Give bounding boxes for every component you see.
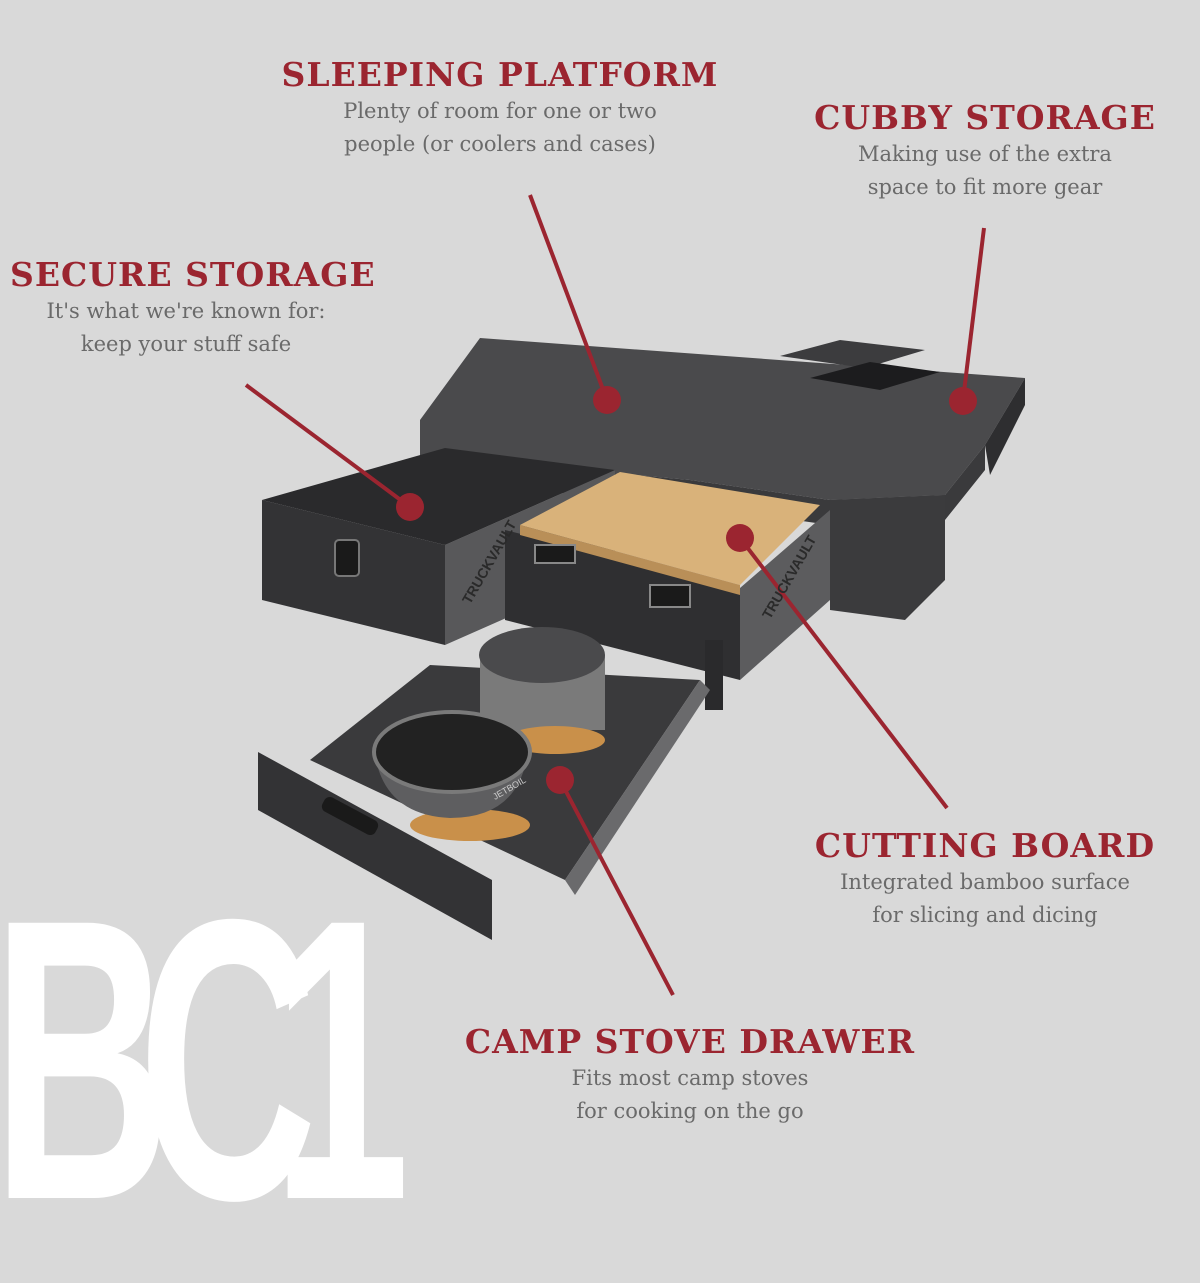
- cutting-board-surface: [520, 472, 820, 585]
- product-code-1: 1: [272, 836, 410, 1283]
- secure-storage-leader: [244, 383, 412, 509]
- callout-desc-line1: Fits most camp stoves: [571, 1066, 809, 1090]
- cubby-opening: [810, 362, 940, 390]
- product-code-b: B: [0, 836, 172, 1283]
- support-leg: [705, 640, 723, 710]
- cubby-storage-leader: [961, 227, 986, 401]
- callout-title: SECURE STORAGE: [10, 255, 376, 294]
- callout-desc-line1: Making use of the extra: [858, 142, 1112, 166]
- callout-desc-line1: Plenty of room for one or two: [343, 99, 657, 123]
- callout-title: CAMP STOVE DRAWER: [464, 1022, 916, 1061]
- callout-title: CUBBY STORAGE: [814, 98, 1156, 137]
- callout-title: CUTTING BOARD: [814, 826, 1156, 865]
- camp-stove-leader: [558, 779, 675, 996]
- truck-vault-illustration: TRUCKVAULT TRUCKVAULT JETBOIL: [244, 194, 1025, 996]
- callout-title: SLEEPING PLATFORM: [281, 55, 719, 94]
- cutting-drawer-handle-left: [534, 544, 576, 564]
- secure-drawer-latch: [334, 539, 360, 577]
- camp-stove-dot: [546, 766, 574, 794]
- stove-drawer-rail: [565, 680, 710, 895]
- callout-desc-line2: keep your stuff safe: [80, 332, 292, 356]
- callout-desc-line2: for slicing and dicing: [872, 903, 1098, 927]
- pot-lid: [479, 627, 605, 683]
- cubby-storage-dot: [949, 387, 977, 415]
- callout-desc-line1: Integrated bamboo surface: [840, 870, 1130, 894]
- cutting-drawer-front: [505, 530, 740, 680]
- cutting-board-dot: [726, 524, 754, 552]
- stove-drawer-front: [258, 752, 492, 940]
- callout-sleeping-platform: SLEEPING PLATFORM Plenty of room for one…: [250, 55, 750, 161]
- cutting-board-leader: [738, 536, 949, 810]
- callout-desc-line2: people (or coolers and cases): [344, 132, 656, 156]
- cutting-drawer-handle-right: [649, 584, 691, 608]
- callout-cubby-storage: CUBBY STORAGE Making use of the extra sp…: [800, 98, 1170, 204]
- sleeping-platform-dot: [593, 386, 621, 414]
- cubby-lid: [780, 340, 925, 368]
- callout-secure-storage: SECURE STORAGE It's what we're known for…: [10, 255, 376, 361]
- callout-desc-line2: for cooking on the go: [576, 1099, 804, 1123]
- sleeping-platform-leader: [528, 194, 609, 401]
- callout-camp-stove-drawer: CAMP STOVE DRAWER Fits most camp stoves …: [450, 1022, 930, 1128]
- cubby-side-panel: [985, 378, 1025, 475]
- callout-desc-line2: space to fit more gear: [867, 175, 1103, 199]
- secure-drawer-interior: [262, 448, 615, 545]
- product-code-c: C: [138, 836, 318, 1283]
- vault-body-side: [830, 495, 945, 620]
- cutting-board-shade: [520, 525, 740, 595]
- secure-storage-dot: [396, 493, 424, 521]
- callout-cutting-board: CUTTING BOARD Integrated bamboo surface …: [800, 826, 1170, 932]
- callout-desc-line1: It's what we're known for:: [46, 299, 326, 323]
- stove-drawer-handle: [321, 796, 379, 836]
- pan-rim: [372, 710, 532, 794]
